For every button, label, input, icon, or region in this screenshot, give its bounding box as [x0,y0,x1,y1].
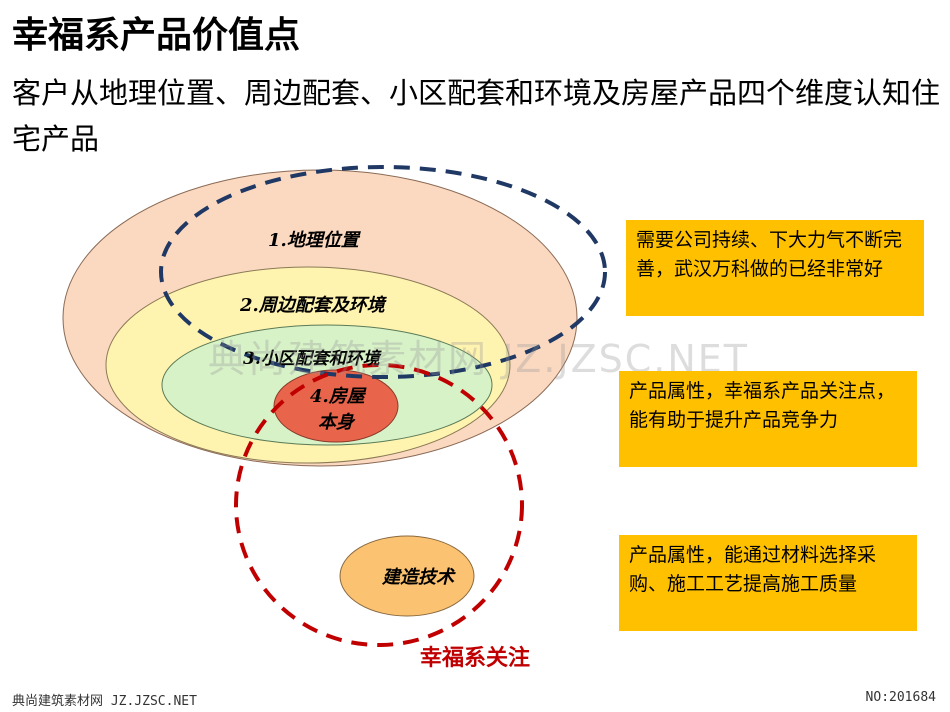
page-title: 幸福系产品价值点 [12,15,301,56]
note-construction: 产品属性，能通过材料选择采购、施工工艺提高施工质量 [619,535,917,631]
footer-number: NO:201684 [865,690,936,705]
layer-3-label: 3.小区配套和环境 [243,349,382,369]
footer-site-name: 典尚建筑素材网 JZ.JZSC.NET [12,694,197,709]
note-product-focus: 产品属性，幸福系产品关注点，能有助于提升产品竞争力 [619,371,917,467]
layer-4-label-line2: 本身 [318,412,356,433]
layer-1-label: 1.地理位置 [268,230,362,251]
layer-4-label-line1: 4.房屋 [310,386,367,407]
construction-label: 建造技术 [381,567,456,588]
page-subtitle: 客户从地理位置、周边配套、小区配套和环境及房屋产品四个维度认知住宅产品 [12,76,941,156]
focus-dashed-ellipse [234,363,524,647]
construction-ellipse [339,535,475,617]
note-location: 需要公司持续、下大力气不断完善，武汉万科做的已经非常好 [626,220,924,316]
layer-2-label: 2.周边配套及环境 [239,295,388,316]
layer-4-ellipse [273,369,399,443]
navy-dashed-ellipse [159,165,607,379]
focus-label: 幸福系关注 [420,645,530,671]
